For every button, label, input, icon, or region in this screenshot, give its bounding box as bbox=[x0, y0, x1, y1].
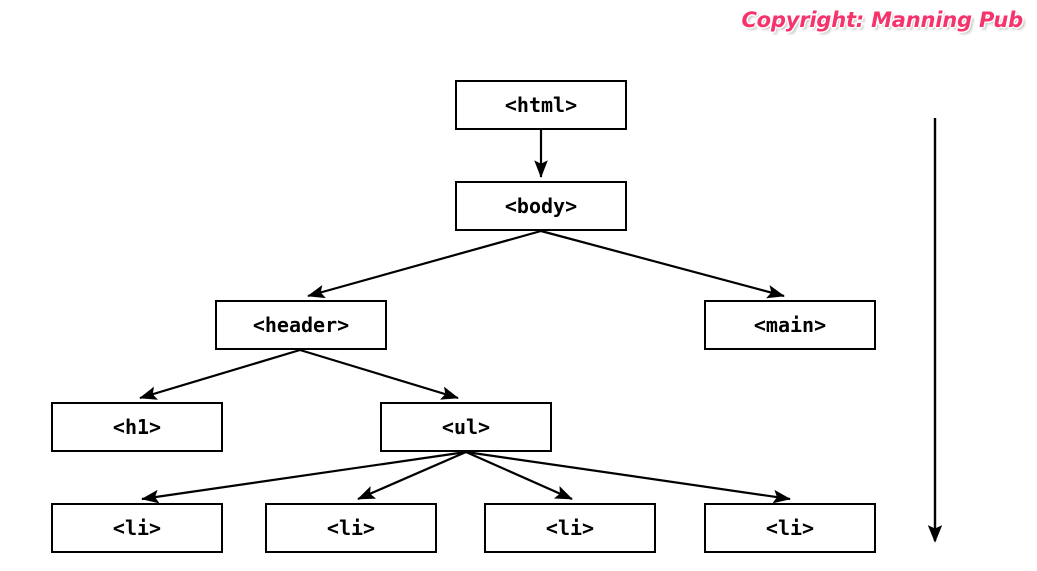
node-h1-label: <h1> bbox=[112, 415, 162, 439]
edge-ul-to-li1 bbox=[141, 450, 467, 504]
node-li-1-label: <li> bbox=[112, 516, 162, 540]
node-header[interactable]: <header> bbox=[215, 300, 387, 350]
edge-ul-to-li3 bbox=[465, 450, 573, 501]
edge-ul-to-li2 bbox=[357, 450, 467, 501]
node-ul-label: <ul> bbox=[441, 415, 491, 439]
node-main-label: <main> bbox=[753, 313, 827, 337]
node-ul[interactable]: <ul> bbox=[380, 402, 552, 452]
node-html[interactable]: <html> bbox=[455, 80, 627, 130]
node-html-label: <html> bbox=[504, 93, 578, 117]
copyright-watermark: Copyright: Manning Pub bbox=[741, 8, 1023, 32]
edge-body-to-header bbox=[307, 229, 542, 299]
edge-header-to-h1 bbox=[139, 348, 301, 400]
edge-ul-to-li4 bbox=[465, 450, 791, 504]
node-header-label: <header> bbox=[252, 313, 350, 337]
node-li-2-label: <li> bbox=[326, 516, 376, 540]
node-li-1[interactable]: <li> bbox=[51, 503, 223, 553]
edge-header-to-ul bbox=[299, 348, 459, 400]
node-body-label: <body> bbox=[504, 194, 578, 218]
node-li-2[interactable]: <li> bbox=[265, 503, 437, 553]
node-li-3-label: <li> bbox=[545, 516, 595, 540]
node-main[interactable]: <main> bbox=[704, 300, 876, 350]
node-li-4-label: <li> bbox=[765, 516, 815, 540]
node-li-3[interactable]: <li> bbox=[484, 503, 656, 553]
node-h1[interactable]: <h1> bbox=[51, 402, 223, 452]
node-body[interactable]: <body> bbox=[455, 181, 627, 231]
node-li-4[interactable]: <li> bbox=[704, 503, 876, 553]
edge-body-to-main bbox=[540, 229, 785, 299]
